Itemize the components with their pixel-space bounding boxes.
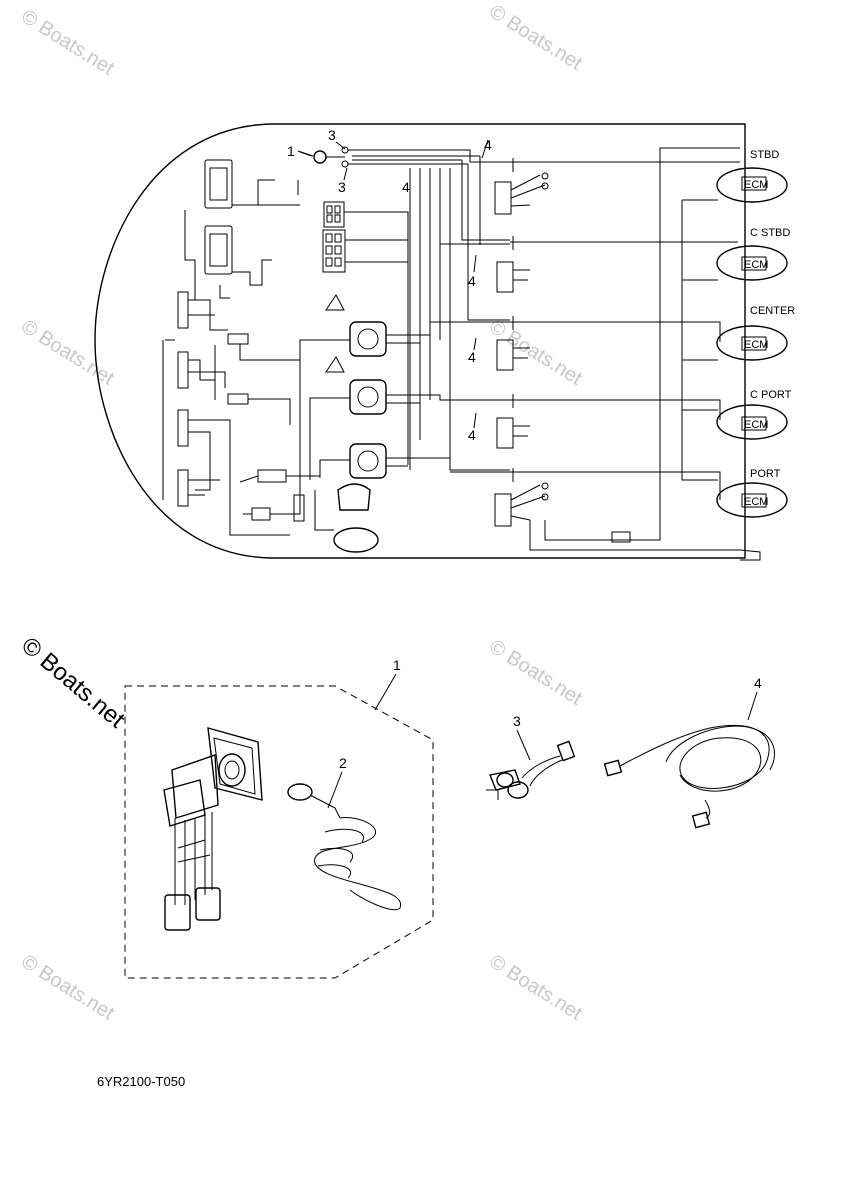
label-c-stbd: C STBD (750, 227, 790, 239)
ecm-c-port (716, 404, 788, 440)
bottom-components (239, 469, 379, 553)
ecm-c-stbd (716, 245, 788, 281)
kit-group-box (124, 685, 434, 979)
watermark-2: © Boats.net (485, 1, 586, 75)
switch-panels (322, 201, 409, 465)
ecm-label-port: ECM (744, 496, 768, 508)
callout-4: 4 (754, 675, 762, 691)
key-switch (299, 146, 480, 168)
callout-4-top-e: 4 (468, 427, 476, 443)
watermark-5: © Boats.net (485, 636, 586, 710)
ecm-label-c-stbd: ECM (744, 259, 768, 271)
callout-4-top-d: 4 (468, 349, 476, 365)
callout-1-top: 1 (287, 143, 295, 159)
engine-pods: ECM ECM ECM ECM ECM (716, 167, 788, 518)
callout-3-top-b: 3 (338, 179, 346, 195)
callout-2: 2 (339, 755, 347, 771)
ecm-label-center: ECM (744, 339, 768, 351)
gauge-1 (204, 159, 233, 209)
callout-4-top-a: 4 (402, 179, 410, 195)
label-stbd: STBD (750, 149, 779, 161)
watermark-6: © Boats.net (17, 951, 118, 1025)
ecm-label-c-port: ECM (744, 419, 768, 431)
upper-callouts: 1 3 3 4 4 4 4 4 (287, 127, 492, 443)
watermark-dark: © Boats.net (16, 632, 130, 734)
ecm-port (716, 482, 788, 518)
label-port: PORT (750, 468, 781, 480)
gauge-2 (204, 225, 233, 275)
callout-3: 3 (513, 713, 521, 729)
engine-labels: STBD C STBD CENTER C PORT PORT (750, 149, 795, 480)
hull-outline (94, 123, 746, 559)
throttle-controls (299, 294, 510, 490)
diagram-code: 6YR2100-T050 (97, 1074, 186, 1089)
ecm-stbd (716, 167, 788, 203)
callout-4-top-b: 4 (484, 137, 492, 153)
main-harness (409, 156, 510, 473)
extension-cable (603, 724, 775, 829)
watermark-1: © Boats.net (17, 6, 118, 80)
watermarks: © Boats.net © Boats.net © Boats.net © Bo… (17, 1, 586, 1025)
adapter-harness (486, 740, 576, 800)
ecm-label-stbd: ECM (744, 179, 768, 191)
callout-1: 1 (393, 657, 401, 673)
watermark-3: © Boats.net (17, 316, 118, 390)
gauge-panel (184, 159, 300, 300)
lanyard (287, 783, 402, 911)
callout-3-top-a: 3 (328, 127, 336, 143)
junction-blocks (162, 291, 300, 536)
label-c-port: C PORT (750, 389, 792, 401)
callout-4-top-c: 4 (468, 273, 476, 289)
key-switch-assembly (163, 727, 263, 931)
watermark-4: © Boats.net (485, 316, 586, 390)
ecm-center (716, 325, 788, 361)
lower-callouts: 1 2 3 4 (327, 657, 762, 809)
engine-hubs (494, 147, 740, 551)
hull-stern-plug (739, 549, 761, 561)
label-center: CENTER (750, 305, 795, 317)
watermark-7: © Boats.net (485, 951, 586, 1025)
